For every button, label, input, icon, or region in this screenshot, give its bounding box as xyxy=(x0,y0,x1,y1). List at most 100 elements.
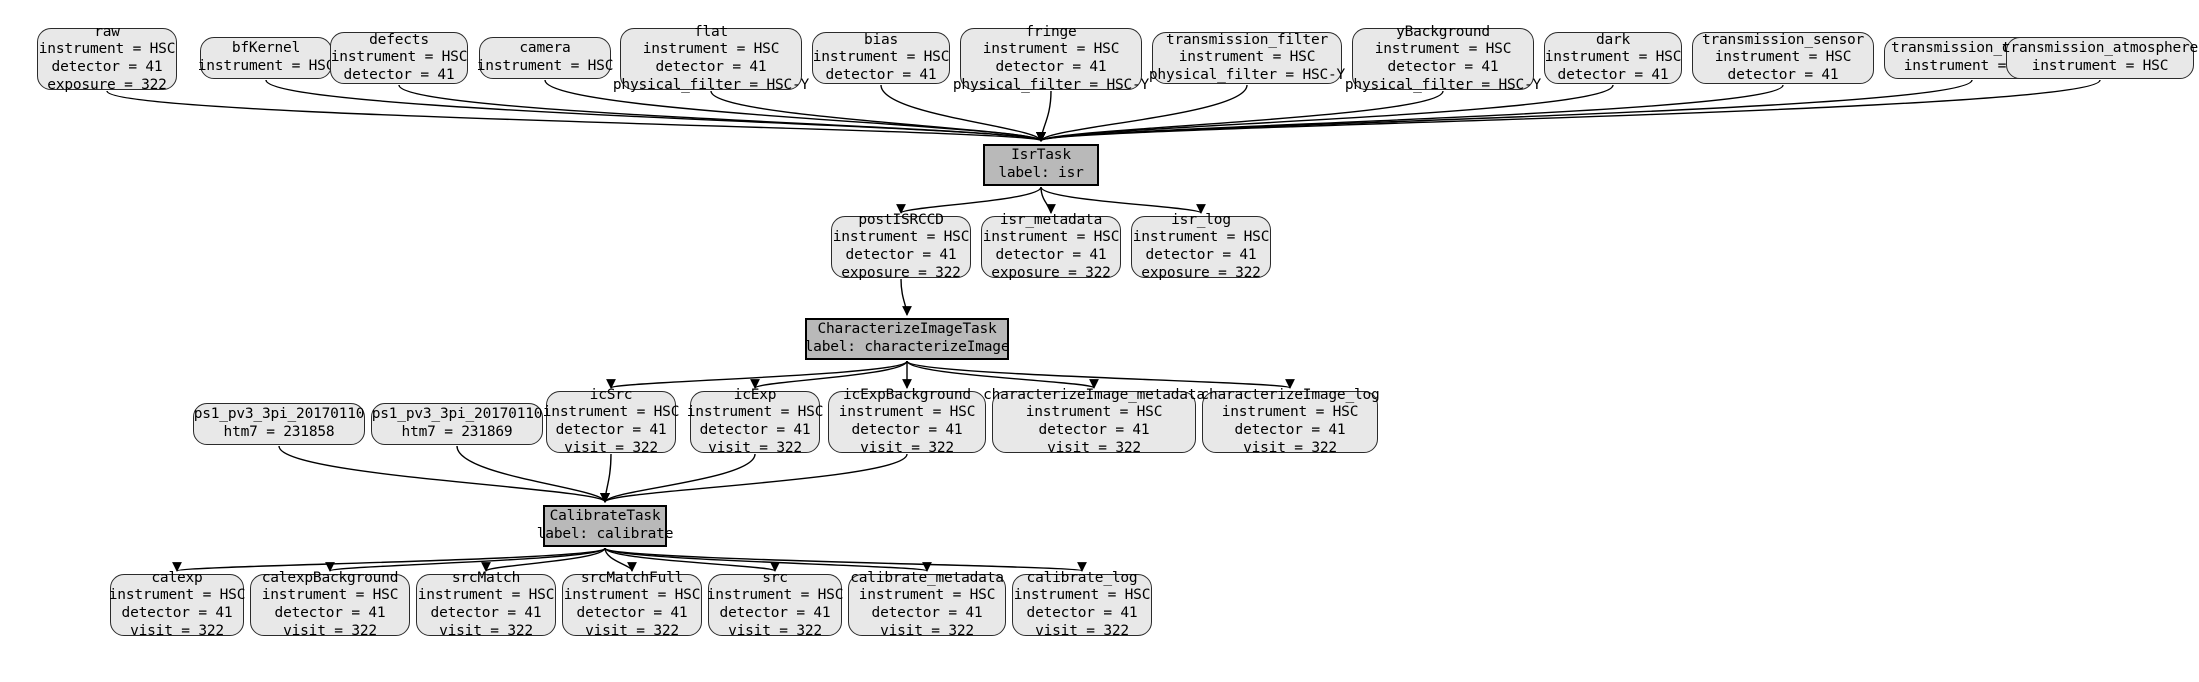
node-dimension: exposure = 322 xyxy=(991,264,1111,281)
edge-CharacterizeImageTask-to-icSrc xyxy=(606,360,908,389)
node-dimension: detector = 41 xyxy=(699,422,811,438)
node-dimension: detector = 41 xyxy=(1026,605,1138,621)
node-dimension: detector = 41 xyxy=(555,422,667,438)
edge-icSrc-to-CalibrateTask xyxy=(600,453,612,503)
edge-icExpBackground-to-CalibrateTask xyxy=(600,453,908,503)
node-title: isr_log xyxy=(1171,211,1231,228)
node-dimension: instrument = HSC xyxy=(108,587,246,604)
node-title: srcMatchFull xyxy=(580,569,684,586)
edge-raw-to-IsrTask xyxy=(106,90,1046,142)
node-title: calibrate_metadata xyxy=(850,569,1004,586)
node-dimension: visit = 322 xyxy=(439,622,533,639)
edge-transmission_atmosphere-to-IsrTask xyxy=(1036,79,2101,142)
node-dimension: detector = 41 xyxy=(995,247,1107,263)
node-title: bfKernel xyxy=(231,40,301,57)
node-dimension: detector = 41 xyxy=(343,66,455,83)
node-dimension: instrument = HSC xyxy=(1374,41,1512,58)
node-title: defects xyxy=(369,31,429,48)
node-dimension: detector = 41 xyxy=(1727,66,1839,83)
node-dimension: detector = 41 xyxy=(851,422,963,438)
node-dimension: instrument = HSC xyxy=(1221,404,1359,421)
node-dimension: visit = 322 xyxy=(130,622,224,639)
node-title: characterizeImage_metadata xyxy=(983,386,1205,403)
node-title: transmission_atmosphere xyxy=(2001,40,2199,57)
node-dimension: visit = 322 xyxy=(283,622,377,639)
edge-IsrTask-to-isr_metadata xyxy=(1040,186,1056,214)
node-dimension: instrument = HSC xyxy=(1544,49,1682,66)
edge-IsrTask-to-isr_log xyxy=(1040,186,1206,214)
node-title: postISRCCD xyxy=(858,211,944,228)
edge-CharacterizeImageTask-to-icExp xyxy=(750,360,908,389)
node-title: ps1_pv3_3pi_20170110 xyxy=(193,406,365,423)
node-title: ps1_pv3_3pi_20170110 xyxy=(371,406,543,423)
node-dimension: instrument = HSC xyxy=(2031,58,2169,74)
node-title: dark xyxy=(1595,31,1631,48)
node-dimension: detector = 41 xyxy=(274,605,386,621)
node-title: yBackground xyxy=(1396,23,1490,40)
node-dimension: detector = 41 xyxy=(121,605,233,621)
node-dimension: label: calibrate xyxy=(536,526,674,542)
node-title: transmission_filter xyxy=(1165,31,1329,48)
node-dimension: instrument = HSC xyxy=(542,404,680,421)
node-dimension: instrument = HSC xyxy=(1025,404,1163,421)
node-dimension: physical_filter = HSC-Y xyxy=(1148,66,1346,83)
node-dimension: instrument = HSC xyxy=(476,58,614,74)
node-dimension: detector = 41 xyxy=(1145,247,1257,263)
edge-icExp-to-CalibrateTask xyxy=(600,453,756,503)
node-dimension: instrument = HSC xyxy=(1178,49,1316,66)
node-dimension: visit = 322 xyxy=(860,439,954,456)
node-dimension: visit = 322 xyxy=(708,439,802,456)
edge-yBackground-to-IsrTask xyxy=(1036,90,1444,142)
edge-CharacterizeImageTask-to-characterizeImage_log xyxy=(906,360,1295,389)
node-title: IsrTask xyxy=(1011,147,1071,164)
node-dimension: instrument = HSC xyxy=(197,58,335,74)
edge-CharacterizeImageTask-to-characterizeImage_metadata xyxy=(906,360,1099,389)
edge-postISRCCD-to-CharacterizeImageTask xyxy=(900,278,912,316)
node-dimension: instrument = HSC xyxy=(812,49,950,66)
node-dimension: detector = 41 xyxy=(1234,422,1346,438)
node-title: transmission_sensor xyxy=(1701,31,1865,48)
node-dimension: label: characterizeImage xyxy=(804,339,1010,355)
node-dimension: detector = 41 xyxy=(51,59,163,75)
edge-group xyxy=(106,79,2101,572)
edge-fringe-to-IsrTask xyxy=(1036,90,1052,142)
node-dimension: instrument = HSC xyxy=(642,41,780,58)
node-dimension: detector = 41 xyxy=(871,605,983,621)
node-title: calibrate_log xyxy=(1026,569,1138,586)
node-title: fringe xyxy=(1025,23,1077,40)
node-dimension: exposure = 322 xyxy=(47,76,167,93)
